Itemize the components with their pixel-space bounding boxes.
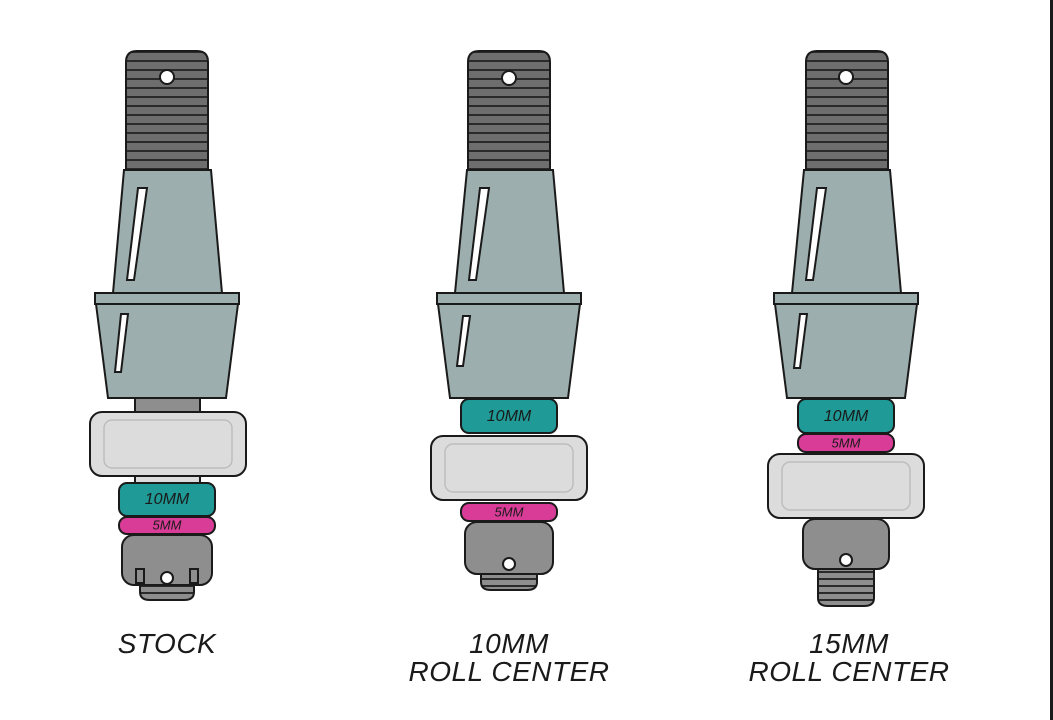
- stud-hole-icon: [839, 553, 853, 567]
- balljoint-15mm: 10MM 5MM: [767, 50, 925, 607]
- stud-hole-icon: [502, 557, 516, 571]
- flange: [94, 292, 240, 305]
- spacer-5mm-label: 5MM: [495, 504, 524, 519]
- frame-edge: [1050, 0, 1053, 720]
- spacer-10mm-label: 10MM: [145, 491, 190, 508]
- threaded-tip: [480, 573, 538, 591]
- caption-15mm: 15MM ROLL CENTER: [724, 630, 974, 686]
- caption-line2: ROLL CENTER: [748, 656, 950, 687]
- balljoint-10mm: 10MM 5MM: [430, 50, 588, 591]
- grip-hole-icon: [501, 70, 517, 86]
- spacer-10mm: [460, 398, 558, 434]
- lower-body: [773, 303, 919, 399]
- grip-top: [125, 50, 209, 171]
- spacer-10mm-label: 10MM: [487, 408, 532, 425]
- caption-line1: 10MM: [469, 628, 549, 659]
- caption-10mm: 10MM ROLL CENTER: [384, 630, 634, 686]
- lower-body: [94, 303, 240, 399]
- flange: [773, 292, 919, 305]
- caption-line1: STOCK: [117, 628, 217, 659]
- highlight: [467, 187, 491, 281]
- grip-hole-icon: [159, 69, 175, 85]
- boot-inner: [781, 461, 911, 511]
- boot: [89, 411, 247, 477]
- highlight: [113, 313, 130, 373]
- neck: [134, 397, 201, 413]
- highlight: [804, 187, 828, 281]
- balljoint-stock: 10MM 5MM: [89, 50, 247, 601]
- caption-line1: 15MM: [809, 628, 889, 659]
- highlight: [792, 313, 809, 369]
- boot-inner: [103, 419, 233, 469]
- highlight: [455, 315, 472, 367]
- boot: [767, 453, 925, 519]
- lower-body: [436, 303, 582, 399]
- spacer-5mm-label: 5MM: [832, 435, 861, 450]
- grip-hole-icon: [838, 69, 854, 85]
- threaded-tip: [139, 584, 195, 601]
- flange: [436, 292, 582, 305]
- grip-top: [467, 50, 551, 171]
- spacer-10mm-label: 10MM: [824, 408, 869, 425]
- spacer-5mm: [797, 433, 895, 453]
- stud-hole-icon: [160, 571, 174, 585]
- caption-line2: ROLL CENTER: [408, 656, 610, 687]
- highlight: [125, 187, 149, 281]
- boot: [430, 435, 588, 501]
- nut-notch: [135, 568, 145, 584]
- spacer-5mm-label: 5MM: [153, 517, 182, 532]
- threaded-tip: [817, 568, 875, 607]
- boot-inner: [444, 443, 574, 493]
- caption-stock: STOCK: [67, 630, 267, 658]
- nut-notch: [189, 568, 199, 584]
- grip-top: [805, 50, 889, 171]
